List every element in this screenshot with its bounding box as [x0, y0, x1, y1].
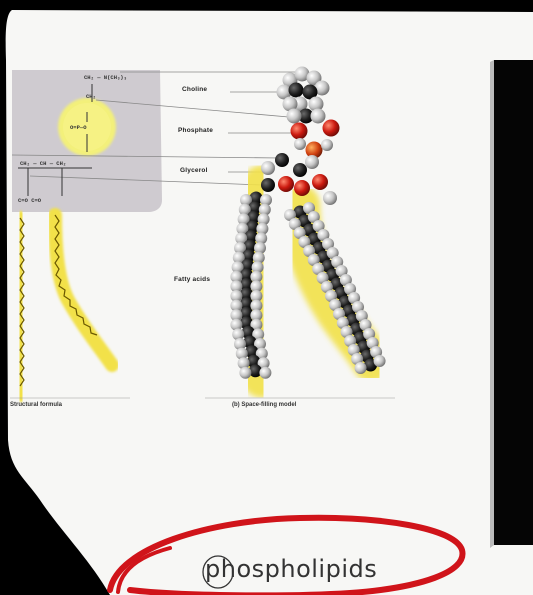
atom-hydrogen — [261, 161, 275, 175]
atom-hydrogen — [323, 191, 337, 205]
atom-carbon — [275, 153, 289, 167]
label-choline: Choline — [182, 86, 207, 93]
atom-choline-11 — [287, 109, 302, 124]
atom-hydrogen — [239, 367, 251, 379]
dark-panel — [494, 60, 533, 545]
caption-space-filling-model: (b) Space-filling model — [232, 402, 296, 408]
atom-oxygen — [291, 123, 308, 140]
label-phosphate: Phosphate — [178, 127, 213, 134]
atom-hydrogen — [294, 138, 306, 150]
atom-hydrogen — [321, 139, 333, 151]
atom-hydrogen — [305, 155, 319, 169]
atom-oxygen — [294, 180, 310, 196]
formula-line-2: CH₂ — [86, 93, 96, 100]
atom-hydrogen — [374, 355, 386, 367]
caption-structural-formula: Structural formula — [10, 402, 62, 408]
label-glycerol: Glycerol — [180, 167, 208, 174]
formula-line-4: CH₂ — CH — CH₂ — [20, 160, 66, 167]
atom-oxygen — [323, 120, 340, 137]
atom-choline-12 — [311, 109, 326, 124]
atom-carbon — [261, 178, 275, 192]
label-fatty-acids: Fatty acids — [174, 276, 210, 283]
handwritten-phospholipids: phospholipids — [205, 555, 377, 583]
atom-oxygen — [278, 176, 294, 192]
atom-hydrogen — [355, 362, 367, 374]
atom-carbon — [293, 163, 307, 177]
formula-line-1: CH₂ — N(CH₃)₃ — [84, 74, 127, 81]
atom-choline-5 — [289, 83, 304, 98]
formula-line-5: C=O C=O — [18, 197, 41, 204]
atom-oxygen — [312, 174, 328, 190]
atom-hydrogen — [259, 367, 271, 379]
formula-line-3: O=P—O — [70, 124, 87, 131]
